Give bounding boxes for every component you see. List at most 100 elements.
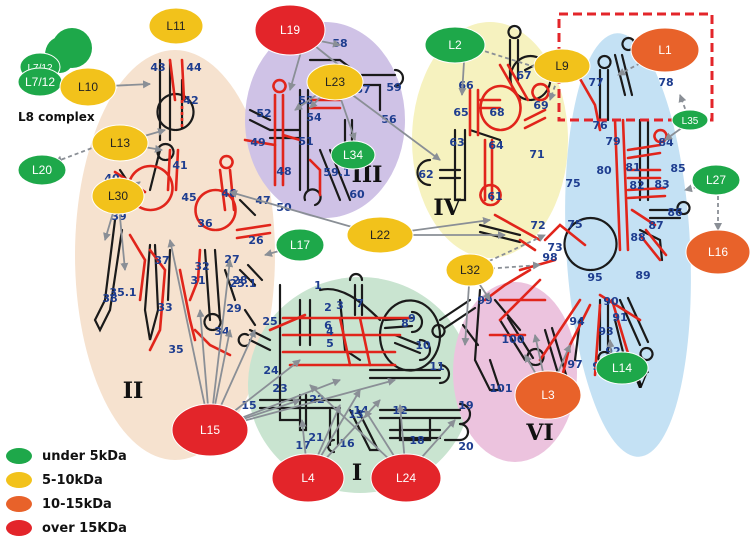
legend-swatch [6,496,32,512]
rrna-backbone-segment [418,338,432,362]
rrna-contact-segment [523,108,547,130]
rrna-backbone-segment [238,198,257,217]
rrna-backbone-segment [143,243,160,341]
helix-number-label: 35 [168,343,183,356]
helix-number-label: 67 [516,69,531,82]
domain-label-iv: IV [433,195,461,221]
rrna-backbone-segment [410,310,424,334]
rrna-backbone-segment [638,228,664,262]
helix-number-label: 5 [326,337,334,350]
legend-label: 10-15kDa [42,496,112,512]
rrna-backbone-segment [639,346,654,362]
helix-number-label: 27 [224,253,239,266]
protein-l2-node: L2 [424,26,486,64]
binding-arrow [167,239,211,431]
helix-number-label: 19 [458,399,473,412]
binding-arrow [678,94,692,123]
rrna-backbone-segment [416,158,432,187]
helix-number-label: 84 [658,136,674,149]
protein-ellipse [330,140,376,170]
domain-iii-region [245,22,405,218]
helix-number-label: 31 [190,274,205,287]
protein-ellipse [275,228,325,262]
rrna-contact-segment [479,84,522,132]
rrna-contact-segment [493,213,542,242]
rrna-backbone-segment [563,216,618,272]
size-legend: under 5kDa 5-10kDa 10-15kDa over 15KDa [6,444,176,540]
helix-number-label: 25.1 [229,277,256,290]
helix-number-label: 97 [567,358,582,371]
rrna-backbone-segment [393,333,422,355]
rrna-backbone-segment [166,248,172,302]
helix-number-label: 48 [276,165,291,178]
protein-label: L4 [301,471,315,485]
legend-swatch [6,472,32,488]
protein-l20-node: L20 [17,154,67,186]
helix-number-label: 17 [295,439,310,452]
protein-label: L16 [708,245,728,259]
protein-l16-node: L16 [685,229,751,275]
rrna-backbone-segment [648,208,682,220]
helix-number-label: 6 [324,319,332,332]
helix-number-label: 43 [150,61,165,74]
rrna-contact-segment [128,233,147,302]
helix-number-label: 100 [502,333,525,346]
rrna-backbone-segment [348,408,380,452]
rrna-backbone-segment [248,108,272,132]
rrna-backbone-segment [348,272,364,282]
rrna-backbone-segment [338,298,362,362]
rrna-contact-segment [235,223,272,240]
rrna-contact-segment [178,268,197,342]
l8-complex-label: L8 complex [18,110,95,124]
protein-ellipse [671,109,709,131]
rrna-contact-segment [626,168,662,180]
rrna-backbone-segment [388,428,442,440]
rrna-contact-segment [626,143,662,160]
legend-swatch [6,448,32,464]
rrna-backbone-segment [393,68,405,88]
rrna-contact-segment [610,298,632,362]
rrna-contact-segment [166,148,180,192]
protein-ellipse [346,216,414,254]
helix-number-label: 81 [625,161,640,174]
rrna-backbone-segment [237,332,250,348]
legend-label: over 15KDa [42,520,127,536]
rrna-contact-segment [273,93,285,187]
protein-l10-node: L10 [59,67,117,107]
protein-label: L27 [706,173,726,187]
helix-number-label: 2 [324,301,332,314]
helix-number-label: 75 [567,218,582,231]
helix-number-label: 77 [588,76,603,89]
protein-l4-node: L4 [271,453,345,503]
helix-number-label: 86 [667,206,683,219]
helix-number-label: 85 [670,162,685,175]
helix-number-label: 25 [262,315,277,328]
helix-number-label: 36 [197,217,213,230]
rrna-contact-segment [243,138,277,147]
helix-number-label: 72 [530,219,545,232]
helix-number-label: 94 [569,315,585,328]
protein-l11-node: L11 [148,7,204,45]
helix-number-label: 76 [592,119,608,132]
legend-item-under-5: under 5kDa [6,444,176,468]
rrna-backbone-segment [303,188,322,207]
protein-l23-node: L23 [306,63,364,101]
helix-number-label: 101 [490,382,513,395]
protein-ellipse [514,370,582,420]
helix-number-label: 91 [612,311,627,324]
binding-arrow [469,261,541,271]
helix-number-label: 87 [648,219,663,232]
rrna-backbone-segment [158,58,172,142]
rrna-backbone-segment [638,118,650,202]
domain-label-ii: II [123,378,144,404]
helix-number-label: 99 [477,294,492,307]
protein-label: L11 [166,19,185,33]
helix-number-label: 18 [409,434,424,447]
helix-number-label: 29 [226,302,241,315]
helix-number-label: 8 [401,317,409,330]
protein-label: L3 [541,388,555,402]
rrna-contact-segment [573,68,602,132]
rrna-contact-segment [598,293,642,322]
rrna-backbone-segment [453,128,467,202]
rrna-backbone-segment [676,200,691,216]
